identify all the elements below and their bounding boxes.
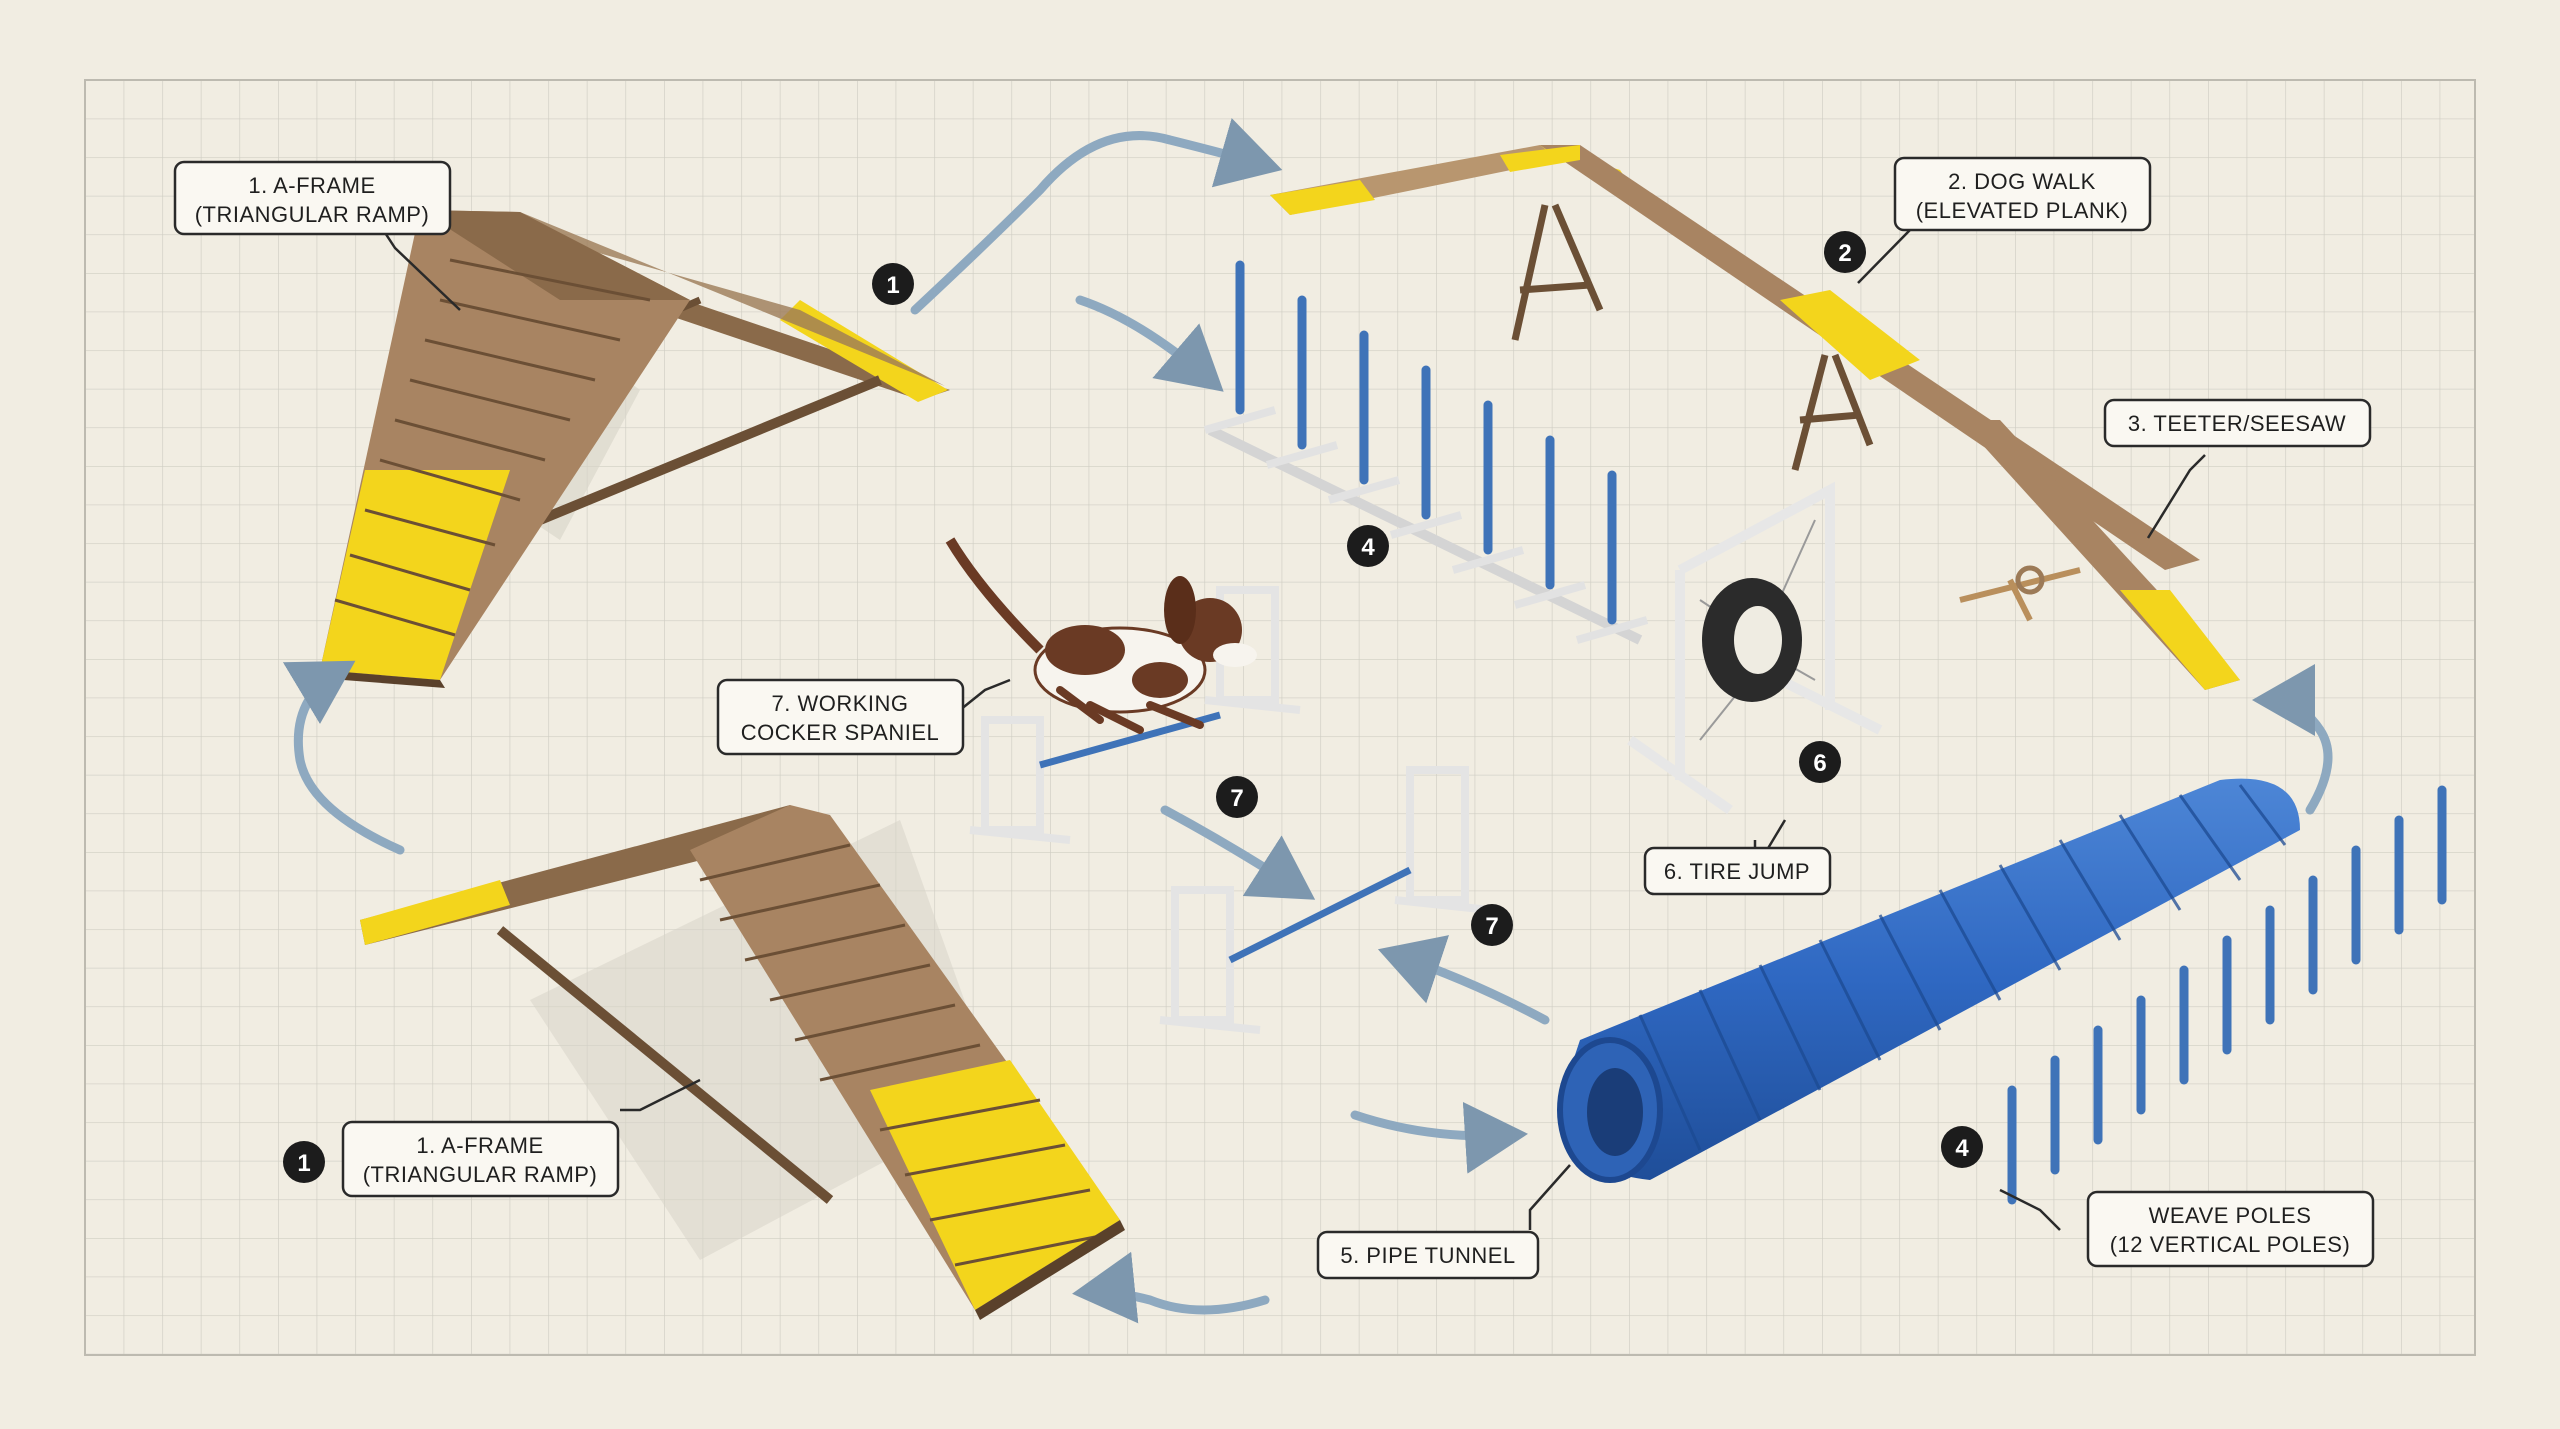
- label-aframe-top: 1. A-FRAME (TRIANGULAR RAMP): [173, 160, 452, 236]
- badge-weave-center: 4: [1347, 525, 1389, 567]
- badge-aframe-top: 1: [872, 263, 914, 305]
- label-working-spaniel-line2: COCKER SPANIEL: [741, 720, 940, 745]
- curved-arrow-icon: [1377, 935, 1550, 1025]
- label-dog-walk: 2. DOG WALK (ELEVATED PLANK): [1893, 156, 2152, 232]
- label-pipe-tunnel: 5. PIPE TUNNEL: [1316, 1230, 1540, 1280]
- a-frame-top: [318, 210, 950, 688]
- label-aframe-top-line1: 1. A-FRAME: [248, 173, 375, 198]
- label-aframe-bottom-line1: 1. A-FRAME: [416, 1133, 543, 1158]
- label-aframe-bottom-line2: (TRIANGULAR RAMP): [363, 1162, 598, 1187]
- curved-arrow-icon: [1075, 295, 1224, 392]
- label-tire-jump: 6. TIRE JUMP: [1643, 846, 1832, 896]
- label-aframe-bottom: 1. A-FRAME (TRIANGULAR RAMP): [341, 1120, 620, 1198]
- svg-text:6: 6: [1813, 750, 1826, 777]
- label-weave-poles-line1: WEAVE POLES: [2149, 1203, 2312, 1228]
- curved-arrow-icon: [282, 660, 405, 855]
- badge-tire-jump: 6: [1799, 741, 1841, 783]
- curved-arrow-icon: [1160, 805, 1316, 900]
- label-working-spaniel-line1: 7. WORKING: [771, 691, 908, 716]
- label-working-spaniel: 7. WORKING COCKER SPANIEL: [716, 678, 965, 756]
- tire-jump: [1627, 481, 1883, 815]
- label-weave-poles-line2: (12 VERTICAL POLES): [2110, 1232, 2351, 1257]
- svg-text:4: 4: [1361, 534, 1375, 561]
- step-badges: 1 2 4 6 7 7 1 4: [283, 231, 1983, 1183]
- svg-text:1: 1: [297, 1150, 310, 1177]
- curved-arrow-icon: [910, 118, 1283, 315]
- label-teeter: 3. TEETER/SEESAW: [2103, 398, 2372, 448]
- label-dog-walk-line2: (ELEVATED PLANK): [1916, 198, 2129, 223]
- curved-arrow-icon: [2252, 664, 2333, 815]
- svg-text:1: 1: [886, 272, 899, 299]
- svg-text:7: 7: [1230, 785, 1243, 812]
- badge-jump-b: 7: [1471, 904, 1513, 946]
- cocker-spaniel-dog: [945, 537, 1257, 734]
- pipe-tunnel: [1557, 778, 2300, 1183]
- flow-arrows: [282, 118, 2333, 1324]
- label-dog-walk-line1: 2. DOG WALK: [1948, 169, 2096, 194]
- label-teeter-text: 3. TEETER/SEESAW: [2128, 411, 2346, 436]
- badge-weave-right: 4: [1941, 1126, 1983, 1168]
- badge-jump-a: 7: [1216, 776, 1258, 818]
- svg-text:7: 7: [1485, 913, 1498, 940]
- svg-text:4: 4: [1955, 1135, 1969, 1162]
- curved-arrow-icon: [1072, 1251, 1270, 1324]
- teeter-seesaw: [1959, 420, 2240, 690]
- label-aframe-top-line2: (TRIANGULAR RAMP): [195, 202, 430, 227]
- weave-poles-right: [2007, 785, 2447, 1205]
- bar-jump-lower: [1159, 766, 1491, 1034]
- label-pipe-tunnel-text: 5. PIPE TUNNEL: [1340, 1243, 1515, 1268]
- label-weave-poles: WEAVE POLES (12 VERTICAL POLES): [2086, 1190, 2375, 1268]
- label-tire-jump-text: 6. TIRE JUMP: [1664, 859, 1810, 884]
- a-frame-bottom: [360, 805, 1125, 1320]
- badge-dog-walk: 2: [1824, 231, 1866, 273]
- svg-text:2: 2: [1838, 240, 1851, 267]
- badge-aframe-bottom: 1: [283, 1141, 325, 1183]
- weave-poles-center: [1203, 260, 1649, 645]
- curved-arrow-icon: [1350, 1101, 1528, 1174]
